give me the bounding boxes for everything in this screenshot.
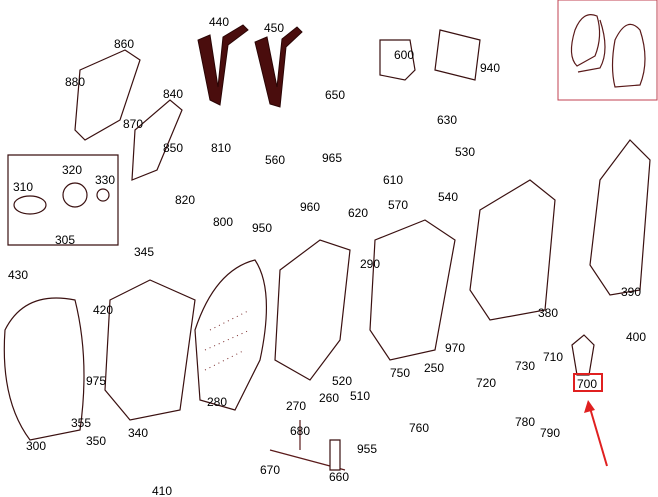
backrest-frame-250 (369, 219, 456, 361)
backrest-cover-390 (589, 139, 651, 296)
label-280: 280 (207, 395, 227, 409)
label-570: 570 (388, 198, 408, 212)
label-940: 940 (480, 61, 500, 75)
label-850: 850 (163, 141, 183, 155)
label-860: 860 (114, 37, 134, 51)
label-950: 950 (252, 221, 272, 235)
label-250: 250 (424, 361, 444, 375)
label-780: 780 (515, 415, 535, 429)
seat-frame-340 (104, 279, 196, 421)
label-800: 800 (213, 215, 233, 229)
part-group-305-box (7, 154, 119, 246)
part-860 (74, 49, 141, 141)
part-310 (13, 195, 47, 215)
label-260: 260 (319, 391, 339, 405)
headrest-600 (379, 39, 416, 81)
part-940 (434, 29, 481, 81)
label-960: 960 (300, 200, 320, 214)
part-660 (329, 439, 341, 471)
label-790: 790 (540, 426, 560, 440)
backrest-panel-380 (469, 179, 556, 321)
label-330: 330 (95, 173, 115, 187)
label-750: 750 (390, 366, 410, 380)
label-440: 440 (209, 15, 229, 29)
label-400: 400 (626, 330, 646, 344)
label-840: 840 (163, 87, 183, 101)
label-320: 320 (62, 163, 82, 177)
label-350: 350 (86, 434, 106, 448)
part-320 (62, 182, 88, 208)
highlight-box-700 (573, 373, 603, 392)
label-610: 610 (383, 173, 403, 187)
label-355: 355 (71, 416, 91, 430)
label-760: 760 (409, 421, 429, 435)
label-710: 710 (543, 350, 563, 364)
seat-cushion-300 (3, 297, 85, 441)
label-290: 290 (360, 257, 380, 271)
part-840 (131, 99, 183, 181)
label-970: 970 (445, 341, 465, 355)
label-390: 390 (621, 285, 641, 299)
label-305: 305 (55, 233, 75, 247)
backrest-frame-260 (274, 239, 351, 381)
label-310: 310 (13, 180, 33, 194)
label-420: 420 (93, 303, 113, 317)
label-975: 975 (86, 374, 106, 388)
label-660: 660 (329, 470, 349, 484)
label-380: 380 (538, 306, 558, 320)
label-300: 300 (26, 439, 46, 453)
red-arrow-pointer (584, 400, 608, 467)
label-730: 730 (515, 359, 535, 373)
label-270: 270 (286, 399, 306, 413)
label-510: 510 (350, 389, 370, 403)
label-450: 450 (264, 21, 284, 35)
inset-seat-overview (557, 0, 658, 101)
seat-cover-280 (194, 259, 268, 411)
label-720: 720 (476, 376, 496, 390)
label-680: 680 (290, 424, 310, 438)
headrest-frames-440-450 (197, 24, 303, 108)
label-345: 345 (134, 245, 154, 259)
label-670: 670 (260, 463, 280, 477)
label-700[interactable]: 700 (577, 377, 597, 391)
label-620: 620 (348, 206, 368, 220)
label-340: 340 (128, 426, 148, 440)
part-330 (96, 188, 110, 202)
label-600: 600 (394, 48, 414, 62)
label-560: 560 (265, 153, 285, 167)
label-630: 630 (437, 113, 457, 127)
label-530: 530 (455, 145, 475, 159)
label-540: 540 (438, 190, 458, 204)
label-955: 955 (357, 442, 377, 456)
label-520: 520 (332, 374, 352, 388)
label-810: 810 (211, 141, 231, 155)
label-650: 650 (325, 88, 345, 102)
label-965: 965 (322, 151, 342, 165)
label-880: 880 (65, 75, 85, 89)
label-870: 870 (123, 117, 143, 131)
part-labels: 440 450 860 880 600 940 650 840 870 630 … (8, 15, 646, 497)
label-820: 820 (175, 193, 195, 207)
part-700 (571, 334, 595, 376)
label-430: 430 (8, 268, 28, 282)
label-410: 410 (152, 484, 172, 497)
